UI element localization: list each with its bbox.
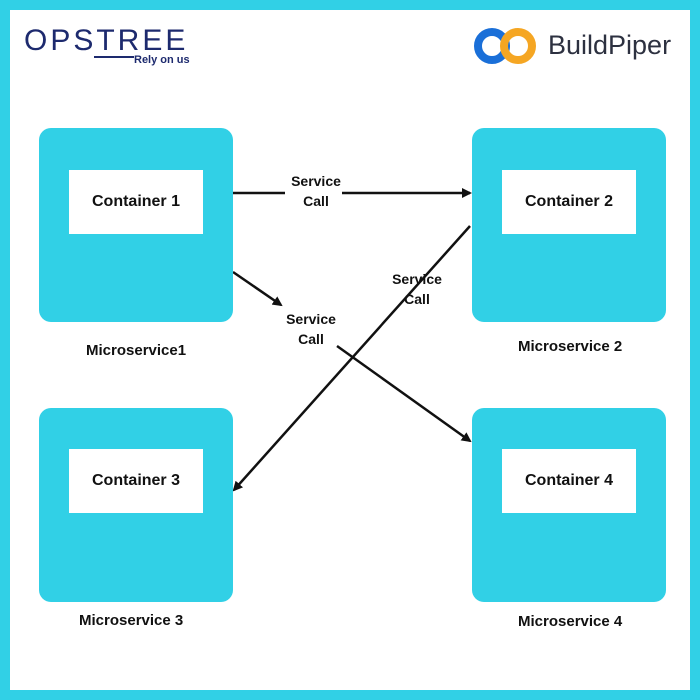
opstree-logo-text: OPSTREE — [24, 24, 189, 57]
opstree-tagline: Rely on us — [134, 54, 190, 66]
opstree-logo: OPSTREE Rely on us — [24, 24, 204, 66]
microservice-1-label: Microservice1 — [86, 342, 187, 359]
buildpiper-rings-icon — [474, 28, 536, 64]
container-1: Container 1 — [69, 170, 203, 234]
container-3: Container 3 — [69, 449, 203, 513]
service-call-label-1: Service Call — [281, 171, 351, 211]
service-call-label-2-line2: Call — [298, 331, 324, 347]
container-4: Container 4 — [502, 449, 636, 513]
opstree-logo-underline — [94, 56, 134, 58]
microservice-4-label: Microservice 4 — [518, 613, 623, 630]
container-3-label: Container 3 — [91, 472, 180, 489]
service-call-label-2-line1: Service — [286, 311, 336, 327]
container-1-label: Container 1 — [91, 193, 180, 210]
service-call-label-3-line1: Service — [392, 271, 442, 287]
container-2: Container 2 — [502, 170, 636, 234]
service-call-label-1-line1: Service — [291, 173, 341, 189]
service-call-label-3-line2: Call — [404, 291, 430, 307]
service-call-label-3: Service Call — [382, 269, 452, 309]
arrow-c2-c3 — [232, 225, 471, 492]
service-call-label-1-line2: Call — [303, 193, 329, 209]
container-4-label: Container 4 — [524, 472, 613, 489]
buildpiper-logo: BuildPiper — [472, 24, 700, 68]
container-2-label: Container 2 — [524, 193, 613, 210]
arrow-c1-down — [232, 270, 283, 307]
microservice-2-label: Microservice 2 — [518, 338, 623, 355]
buildpiper-name: BuildPiper — [548, 30, 672, 60]
microservice-3-label: Microservice 3 — [79, 612, 184, 629]
service-call-label-2: Service Call — [276, 309, 346, 349]
arrow-c1-c4 — [336, 344, 472, 443]
